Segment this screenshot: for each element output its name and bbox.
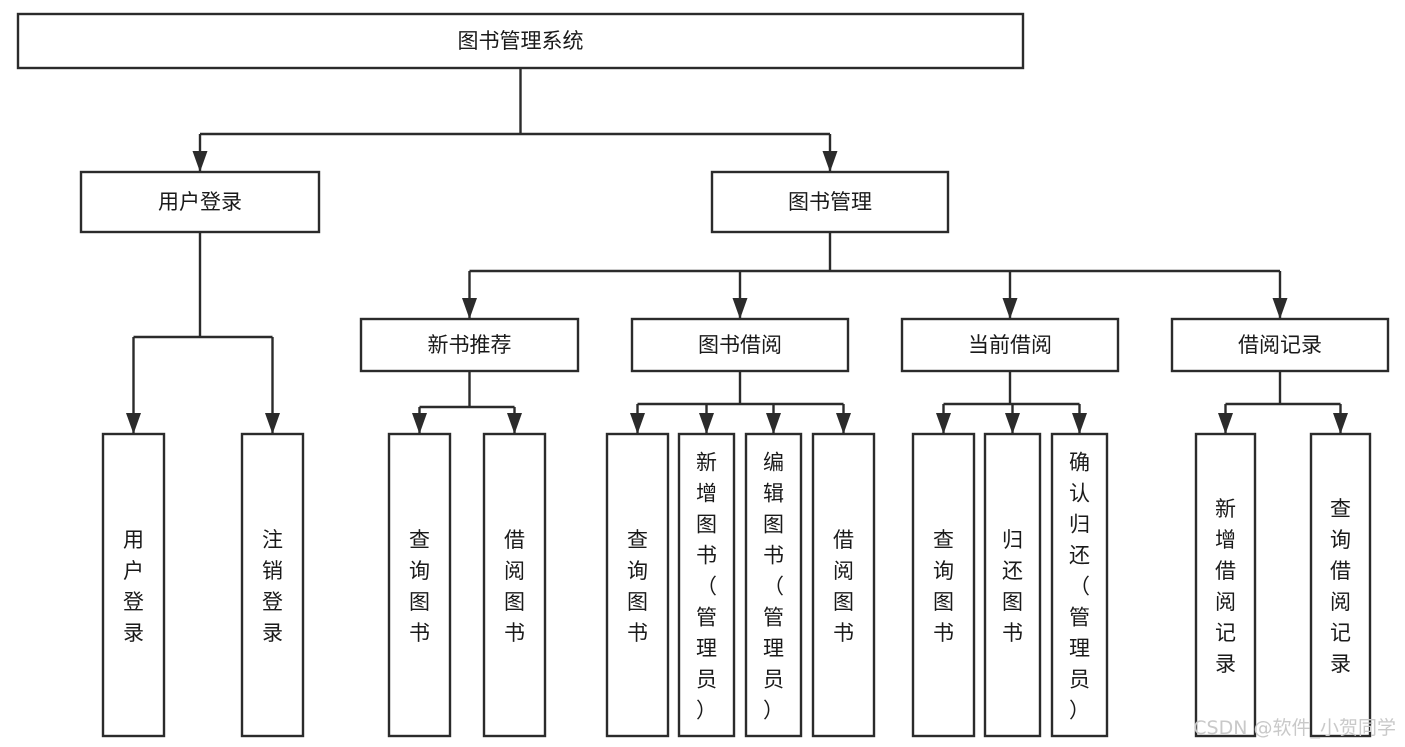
node-user-login[interactable]: 用户登录 <box>79 170 321 234</box>
node-borrow-record[interactable]: 借阅记录 <box>1170 317 1390 373</box>
arrow-head-book-management <box>822 151 838 172</box>
node-new-book-recommend[interactable]: 新书推荐 <box>359 317 580 373</box>
arrow-head-bb-borrow-book <box>836 413 851 434</box>
node-box-cb-query-book <box>911 432 976 738</box>
arrow-head-cb-query-book <box>936 413 951 434</box>
arrow-head-bb-edit-book-admin <box>766 413 781 434</box>
node-cb-confirm-return-admin[interactable]: 确认归还（管理员） <box>1050 432 1109 738</box>
node-label-bb-edit-book-admin: 编辑图书（管理员） <box>763 451 784 723</box>
arrow-head-user-login <box>192 151 208 172</box>
arrow-head-borrow-record <box>1272 298 1288 319</box>
csdn-watermark: CSDN @软件_小贺同学 <box>1193 717 1396 739</box>
arrow-head-user-logout-leaf <box>265 413 280 434</box>
node-label-nb-borrow-book: 借阅图书 <box>504 528 525 645</box>
node-label-br-add-record: 新增借阅记录 <box>1215 497 1236 676</box>
node-label-bb-borrow-book: 借阅图书 <box>833 528 854 645</box>
node-label-borrow-record: 借阅记录 <box>1238 333 1322 357</box>
arrow-head-user-login-leaf <box>126 413 141 434</box>
node-user-logout-leaf[interactable]: 注销登录 <box>240 432 305 738</box>
arrow-head-br-add-record <box>1218 413 1233 434</box>
node-bb-add-book-admin[interactable]: 新增图书（管理员） <box>677 432 736 738</box>
node-box-current-borrow <box>900 317 1120 373</box>
node-label-user-login: 用户登录 <box>158 190 242 214</box>
node-label-new-book-recommend: 新书推荐 <box>428 333 512 357</box>
node-label-user-login-leaf: 用户登录 <box>123 528 144 645</box>
node-label-root: 图书管理系统 <box>458 29 584 53</box>
node-label-bb-query-book: 查询图书 <box>627 528 648 645</box>
node-box-bb-add-book-admin <box>677 432 736 738</box>
node-box-book-management <box>710 170 950 234</box>
node-box-user-login <box>79 170 321 234</box>
arrow-head-new-book-recommend <box>462 298 477 319</box>
node-box-bb-borrow-book <box>811 432 876 738</box>
node-box-nb-borrow-book <box>482 432 547 738</box>
node-br-query-record[interactable]: 查询借阅记录 <box>1309 432 1372 738</box>
node-label-cb-confirm-return-admin: 确认归还（管理员） <box>1069 451 1090 723</box>
node-box-root <box>16 12 1025 70</box>
node-box-br-query-record <box>1309 432 1372 738</box>
arrow-head-bb-query-book <box>630 413 645 434</box>
arrow-head-br-query-record <box>1333 413 1348 434</box>
node-book-management[interactable]: 图书管理 <box>710 170 950 234</box>
node-label-nb-query-book: 查询图书 <box>409 528 430 645</box>
node-bb-edit-book-admin[interactable]: 编辑图书（管理员） <box>744 432 803 738</box>
node-label-book-management: 图书管理 <box>788 190 872 214</box>
arrow-head-nb-borrow-book <box>507 413 522 434</box>
node-box-borrow-record <box>1170 317 1390 373</box>
nodes-layer: 图书管理系统用户登录图书管理新书推荐图书借阅当前借阅借阅记录用户登录注销登录查询… <box>16 12 1390 738</box>
node-cb-query-book[interactable]: 查询图书 <box>911 432 976 738</box>
node-label-cb-query-book: 查询图书 <box>933 528 954 645</box>
node-nb-borrow-book[interactable]: 借阅图书 <box>482 432 547 738</box>
node-box-new-book-recommend <box>359 317 580 373</box>
arrow-head-current-borrow <box>1002 298 1018 319</box>
node-label-book-borrow: 图书借阅 <box>698 333 782 357</box>
node-cb-return-book[interactable]: 归还图书 <box>983 432 1042 738</box>
node-box-nb-query-book <box>387 432 452 738</box>
node-label-bb-add-book-admin: 新增图书（管理员） <box>696 451 717 723</box>
node-br-add-record[interactable]: 新增借阅记录 <box>1194 432 1257 738</box>
arrow-head-book-borrow <box>732 298 748 319</box>
node-root[interactable]: 图书管理系统 <box>16 12 1025 70</box>
node-bb-query-book[interactable]: 查询图书 <box>605 432 670 738</box>
node-box-user-logout-leaf <box>240 432 305 738</box>
node-user-login-leaf[interactable]: 用户登录 <box>101 432 166 738</box>
arrow-head-cb-confirm-return-admin <box>1072 413 1087 434</box>
node-book-borrow[interactable]: 图书借阅 <box>630 317 850 373</box>
node-nb-query-book[interactable]: 查询图书 <box>387 432 452 738</box>
node-label-br-query-record: 查询借阅记录 <box>1330 497 1351 676</box>
node-bb-borrow-book[interactable]: 借阅图书 <box>811 432 876 738</box>
arrow-head-bb-add-book-admin <box>699 413 714 434</box>
node-label-cb-return-book: 归还图书 <box>1002 528 1023 645</box>
node-label-current-borrow: 当前借阅 <box>968 333 1052 357</box>
node-box-bb-edit-book-admin <box>744 432 803 738</box>
node-box-cb-confirm-return-admin <box>1050 432 1109 738</box>
node-box-user-login-leaf <box>101 432 166 738</box>
arrow-head-nb-query-book <box>412 413 427 434</box>
node-current-borrow[interactable]: 当前借阅 <box>900 317 1120 373</box>
node-box-bb-query-book <box>605 432 670 738</box>
connectors-layer <box>126 68 1348 434</box>
node-box-br-add-record <box>1194 432 1257 738</box>
node-box-book-borrow <box>630 317 850 373</box>
arrow-head-cb-return-book <box>1005 413 1020 434</box>
node-label-user-logout-leaf: 注销登录 <box>262 528 283 645</box>
node-box-cb-return-book <box>983 432 1042 738</box>
